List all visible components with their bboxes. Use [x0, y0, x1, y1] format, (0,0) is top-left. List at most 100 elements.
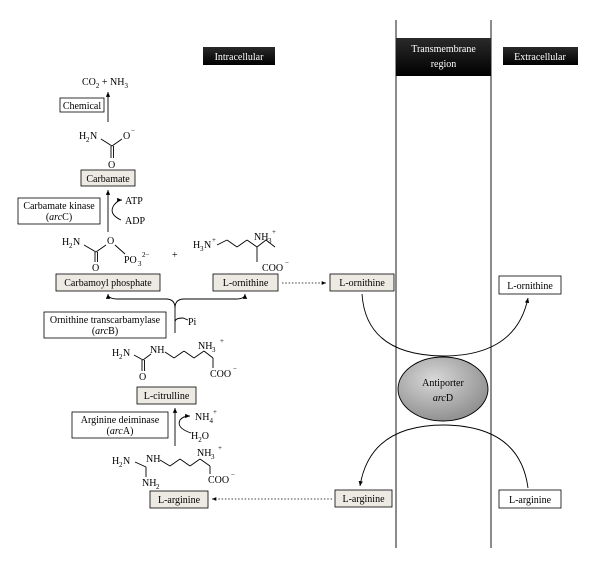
svg-text:O: O: [123, 131, 130, 142]
pi-label: Pi: [188, 317, 197, 328]
adp-label: ADP: [125, 216, 145, 227]
carbamate-kinase-box: [17, 197, 101, 225]
svg-text:2: 2: [156, 483, 160, 491]
svg-text:N: N: [90, 131, 97, 142]
l-ornithine-label: L-ornithine: [223, 278, 269, 289]
l-arginine-box: [149, 490, 209, 509]
svg-text:PO: PO: [124, 255, 137, 266]
svg-text:−: −: [131, 127, 135, 135]
svg-text:H: H: [112, 348, 119, 359]
carbamoyl-phosphate-label: Carbamoyl phosphate: [64, 278, 152, 289]
nh4-label: NH4+: [195, 408, 217, 425]
header-intracellular-text: Intracellular: [215, 52, 265, 63]
l-ornithine-structure: H 3 N + NH 3 + COO −: [193, 228, 289, 274]
adi-line1: Arginine deiminase: [81, 415, 160, 426]
atp-label: ATP: [125, 196, 143, 207]
l-citrulline-label: L-citrulline: [144, 391, 190, 402]
svg-text:2: 2: [86, 136, 90, 144]
svg-text:N: N: [123, 348, 130, 359]
otc-line1: Ornithine transcarbamylase: [50, 315, 161, 326]
antiporter-label: Antiporter: [422, 378, 464, 389]
svg-text:+: +: [218, 444, 222, 452]
adi-line2: (arcA): [107, 426, 134, 437]
plus-sign: +: [172, 250, 178, 261]
header-transmembrane-line1: Transmembrane: [411, 44, 476, 55]
h2o-label: H2O: [191, 431, 209, 444]
svg-text:H: H: [62, 237, 69, 248]
svg-text:H: H: [79, 131, 86, 142]
svg-text:2: 2: [69, 242, 73, 250]
carbamate-structure: H 2 N O − O: [79, 127, 135, 171]
l-arginine-label: L-arginine: [158, 495, 201, 506]
co2-nh3-label: CO2 + NH3: [82, 77, 129, 90]
svg-text:O: O: [92, 263, 99, 274]
svg-text:NH: NH: [146, 454, 160, 465]
header-transmembrane-line2: region: [431, 59, 457, 70]
svg-text:N: N: [73, 237, 80, 248]
svg-text:NH: NH: [198, 341, 212, 352]
l-arginine-structure: H 2 N NH NH 2 NH 3 + COO −: [112, 444, 235, 491]
svg-text:3: 3: [200, 245, 204, 253]
chemical-label: Chemical: [63, 101, 102, 112]
svg-text:2−: 2−: [142, 251, 150, 259]
carbamate-box: [80, 169, 136, 187]
svg-text:N: N: [204, 240, 211, 251]
otc-arrow-right: [174, 293, 248, 309]
extracellular-ornithine-box: [498, 275, 562, 295]
svg-text:2: 2: [119, 353, 123, 361]
antiporter-ellipse: [397, 356, 489, 422]
svg-text:NH: NH: [254, 232, 268, 243]
header-intracellular: Intracellular: [203, 47, 275, 65]
membrane-arginine-label: L-arginine: [342, 494, 385, 505]
svg-text:COO: COO: [262, 263, 283, 274]
adi-box: [71, 411, 169, 439]
svg-text:NH: NH: [150, 345, 164, 356]
antiporter-gene: arcD: [433, 393, 453, 404]
svg-text:+: +: [212, 236, 216, 244]
membrane-arginine-box: [334, 489, 393, 508]
atp-adp-curve: [111, 197, 123, 221]
carbamate-kinase-line1: Carbamate kinase: [23, 201, 95, 212]
svg-text:−: −: [285, 259, 289, 267]
l-citrulline-structure: H 2 N O NH NH 3 + COO −: [112, 337, 237, 383]
membrane-ornithine-box: [329, 273, 395, 292]
l-ornithine-box: [212, 273, 279, 292]
extracellular-arginine-label: L-arginine: [509, 495, 552, 506]
svg-text:3: 3: [268, 237, 272, 245]
svg-text:+: +: [272, 228, 276, 236]
svg-text:O: O: [107, 236, 114, 247]
carbamate-kinase-line2: (arcC): [46, 212, 72, 223]
svg-text:NH: NH: [142, 478, 156, 489]
l-citrulline-box: [136, 386, 197, 405]
svg-text:H: H: [112, 456, 119, 467]
svg-text:O: O: [108, 160, 115, 171]
svg-text:2: 2: [119, 461, 123, 469]
ornithine-export-arc: [361, 293, 530, 357]
header-extracellular-text: Extracellular: [514, 52, 566, 63]
header-extracellular: Extracellular: [503, 47, 578, 65]
svg-text:3: 3: [211, 453, 215, 461]
nh4-h2o-curve: [178, 413, 192, 434]
svg-text:NH: NH: [197, 448, 211, 459]
carbamoyl-phosphate-box: [55, 273, 161, 292]
svg-text:−: −: [231, 471, 235, 479]
svg-text:O: O: [139, 372, 146, 383]
svg-text:+: +: [220, 337, 224, 345]
carbamoyl-phosphate-structure: H 2 N O PO 3 2− O: [62, 236, 150, 274]
svg-text:3: 3: [212, 346, 216, 354]
carbamate-label: Carbamate: [86, 174, 130, 185]
otc-line2: (arcB): [92, 326, 118, 337]
extracellular-arginine-box: [498, 489, 562, 509]
svg-text:COO: COO: [208, 475, 229, 486]
svg-text:H: H: [193, 240, 200, 251]
otc-arrow-left: [105, 293, 176, 333]
membrane-ornithine-label: L-ornithine: [339, 278, 385, 289]
pi-curve: [174, 317, 189, 323]
svg-text:3: 3: [138, 260, 142, 268]
svg-text:COO: COO: [210, 369, 231, 380]
extracellular-ornithine-label: L-ornithine: [507, 281, 553, 292]
svg-text:N: N: [123, 456, 130, 467]
chemical-box: [59, 97, 105, 113]
svg-text:−: −: [233, 365, 237, 373]
